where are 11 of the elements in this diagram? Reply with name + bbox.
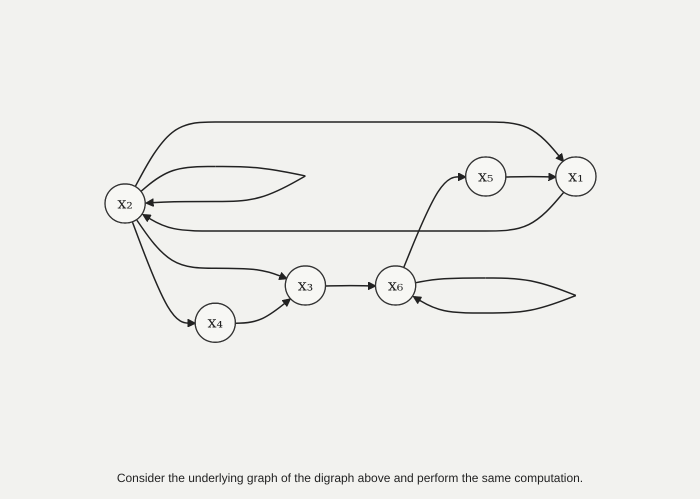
arrow [142, 192, 564, 232]
arrow [134, 122, 564, 188]
caption: Consider the underlying graph of the digraph above and perform the same computation. [116, 471, 584, 485]
arrow [131, 222, 196, 328]
arrow [325, 282, 376, 291]
arrow [506, 172, 556, 182]
arrow [140, 166, 306, 208]
arrow [412, 278, 576, 314]
arrow [402, 172, 466, 268]
arrow [136, 220, 288, 280]
arrow [235, 298, 290, 324]
